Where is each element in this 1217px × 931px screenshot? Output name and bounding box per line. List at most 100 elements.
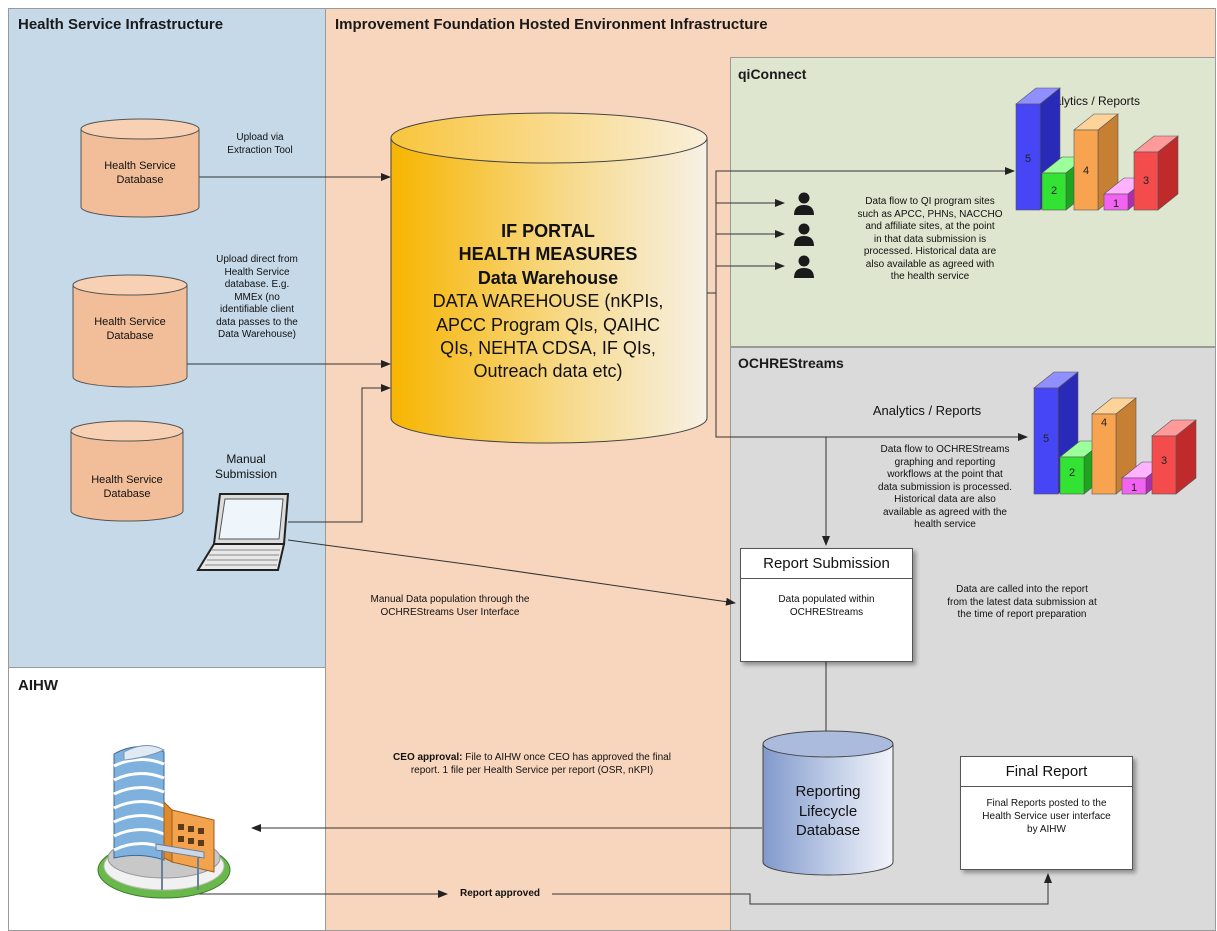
reporting-lifecycle-label: Reporting Lifecycle Database [766, 782, 890, 841]
bar-4-label: 4 [1101, 417, 1107, 429]
ochre-analytics-chart: 5 2 4 1 3 [1033, 371, 1197, 495]
warehouse-body-line3: QIs, NEHTA CDSA, IF QIs, [440, 337, 656, 358]
aihw-building-icon [97, 745, 231, 899]
qi-flow-label: Data flow to QI program sites such as AP… [840, 196, 1020, 284]
bar-4-label: 4 [1083, 165, 1089, 177]
db1-label-line1: Health Service [104, 160, 176, 172]
ceo-approval-label: CEO approval: File to AIHW once CEO has … [352, 752, 712, 777]
arrow-manual-submission [288, 384, 391, 523]
bar-2-label: 2 [1051, 185, 1057, 197]
ochrestreams-zone-title: OCHREStreams [738, 355, 844, 371]
report-submission-box: Report Submission Data populated within … [740, 548, 913, 662]
bar-1-label: 1 [1113, 198, 1119, 210]
user-icon [794, 255, 814, 278]
qi-flow-line7: the health service [890, 271, 970, 282]
upload-direct-line6: data passes to the [216, 316, 298, 328]
bar-5-label: 5 [1025, 153, 1031, 165]
ochre-flow-line4: data submission is processed. [878, 481, 1012, 493]
qi-flow-line6: also available as agreed with [865, 258, 995, 270]
upload-direct-line7: Data Warehouse) [218, 329, 296, 340]
bar-4: 4 [1073, 113, 1119, 211]
upload-direct-line2: Health Service [224, 266, 290, 278]
final-report-title: Final Report [961, 757, 1132, 787]
manual-submission-line1: Manual [226, 452, 266, 466]
db2-label-line2: Database [106, 329, 154, 342]
bar-3: 3 [1151, 419, 1197, 495]
qiconnect-zone-title: qiConnect [738, 66, 807, 82]
final-report-body: Final Reports posted to the Health Servi… [961, 787, 1132, 846]
ceo-approval-line2: report. 1 file per Health Service per re… [410, 764, 654, 776]
arrow-to-qi-analytics [706, 167, 1015, 294]
bar-3-label: 3 [1161, 455, 1167, 467]
report-submission-line1: Data populated within [778, 594, 875, 605]
qi-flow-line4: in that data submission is [873, 233, 987, 245]
improvement-zone-title: Improvement Foundation Hosted Environmen… [335, 16, 768, 33]
health-service-database-2 [72, 274, 188, 388]
data-called-label: Data are called into the report from the… [922, 584, 1122, 622]
upload-direct-label: Upload direct from Health Service databa… [196, 254, 318, 342]
report-approved-label: Report approved [459, 888, 540, 899]
final-report-line3: by AIHW [1027, 824, 1066, 835]
health-service-database-3-label: Health Service Database [70, 474, 184, 502]
report-submission-body: Data populated within OCHREStreams [741, 579, 912, 629]
warehouse-line1: IF PORTAL [501, 221, 595, 241]
arrow-to-ochre-analytics [715, 293, 1028, 441]
ochre-flow-line2: graphing and reporting [894, 456, 996, 468]
report-submission-title: Report Submission [741, 549, 912, 579]
warehouse-line3: Data Warehouse [477, 267, 619, 288]
ceo-approval-bold: CEO approval: [393, 752, 463, 763]
upload-direct-line1: Upload direct from [216, 254, 298, 265]
bar-4: 4 [1091, 397, 1137, 495]
data-warehouse-cylinder [390, 112, 708, 444]
db2-label-line1: Health Service [94, 316, 166, 328]
health-service-database-2-label: Health Service Database [72, 316, 188, 344]
ochre-flow-line7: health service [914, 519, 976, 530]
user-icon [794, 223, 814, 246]
warehouse-body-line1: DATA WAREHOUSE (nKPIs, [432, 291, 664, 312]
ceo-approval-rest: File to AIHW once CEO has approved the f… [462, 752, 671, 763]
manual-submission-label: Manual Submission [206, 452, 286, 482]
user-icon [794, 192, 814, 215]
db3-label-line1: Health Service [91, 474, 163, 486]
qi-flow-line3: and affiliate sites, at the point [865, 221, 995, 232]
db1-label-line2: Database [116, 173, 164, 186]
warehouse-line2: HEALTH MEASURES [458, 244, 638, 265]
bar-2-label: 2 [1069, 467, 1075, 479]
qi-flow-line2: such as APCC, PHNs, NACCHO [857, 208, 1003, 220]
ochre-flow-line1: Data flow to OCHREStreams [880, 444, 1010, 455]
bar-5-label: 5 [1043, 433, 1049, 445]
manual-population-label: Manual Data population through the OCHRE… [340, 594, 560, 619]
data-warehouse-label: IF PORTAL HEALTH MEASURES Data Warehouse… [398, 220, 698, 384]
data-called-line2: from the latest data submission at [947, 596, 1097, 608]
data-called-line1: Data are called into the report [956, 584, 1088, 595]
ochre-flow-line3: workflows at the point that [887, 469, 1003, 480]
qi-flow-line1: Data flow to QI program sites [865, 196, 995, 207]
health-service-database-1-label: Health Service Database [80, 160, 200, 188]
qi-flow-line5: processed. Historical data are [863, 246, 997, 257]
health-service-database-1 [80, 118, 200, 218]
bar-3: 3 [1133, 135, 1179, 211]
arrow-to-final-report [552, 873, 1052, 905]
health-service-zone-title: Health Service Infrastructure [18, 16, 224, 33]
manual-submission-line2: Submission [214, 467, 278, 481]
health-service-database-3 [70, 420, 184, 522]
warehouse-body-line2: APCC Program QIs, QAIHC [435, 314, 661, 335]
db3-label-line2: Database [103, 487, 151, 500]
upload-extraction-line2: Extraction Tool [227, 144, 293, 156]
report-submission-line2: OCHREStreams [789, 607, 864, 618]
data-called-line3: the time of report preparation [957, 609, 1087, 620]
upload-extraction-line1: Upload via [236, 132, 284, 143]
final-report-line1: Final Reports posted to the [986, 798, 1107, 809]
ochre-flow-line6: available as agreed with the [883, 506, 1007, 518]
lifecycle-line2: Lifecycle [798, 802, 858, 820]
manual-population-line2: OCHREStreams User Interface [380, 606, 520, 618]
manual-population-line1: Manual Data population through the [370, 594, 530, 605]
ochre-flow-label: Data flow to OCHREStreams graphing and r… [850, 444, 1040, 532]
qi-analytics-chart: 5 2 4 1 3 [1015, 87, 1179, 211]
bar-3-label: 3 [1143, 175, 1149, 187]
upload-direct-line4: MMEx (no [234, 291, 280, 303]
upload-direct-line5: identifiable client [220, 304, 294, 315]
upload-extraction-label: Upload via Extraction Tool [210, 132, 310, 157]
